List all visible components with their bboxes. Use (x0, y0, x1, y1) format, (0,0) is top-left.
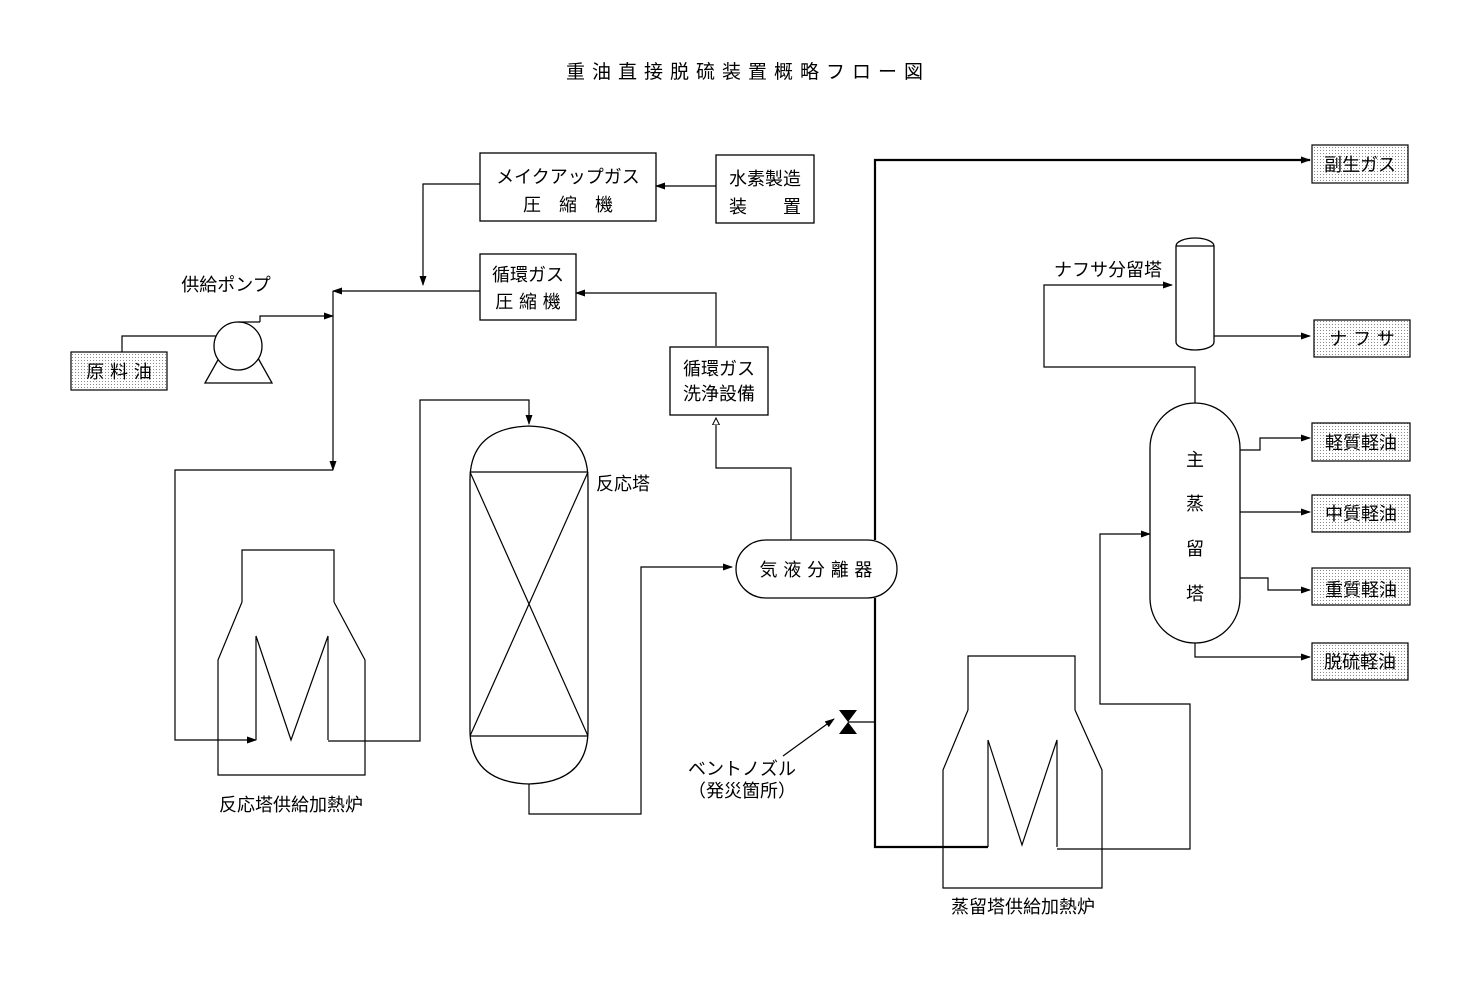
reactor-feed-heater (217, 549, 366, 776)
makeup-gas-compressor: メイクアップガス 圧 縮 機 (479, 152, 657, 222)
makeup-compressor-label-1: メイクアップガス (496, 167, 640, 188)
byproduct-gas-label: 副生ガス (1324, 155, 1396, 176)
heater-to-reactor-line (328, 399, 533, 742)
main-column-label-3: 留 (1186, 539, 1204, 560)
reactor-bed-cross-2 (469, 471, 589, 737)
gas-liquid-separator: 気 液 分 離 器 (735, 539, 898, 599)
recycle-compressor-label-2: 圧 縮 機 (495, 292, 560, 313)
feed-pump (121, 321, 274, 384)
desulfurized-gas-oil-line (1194, 643, 1311, 661)
light-gas-oil-stream: 軽質軽油 (1311, 422, 1411, 462)
reactor-heater-coil (255, 635, 329, 742)
separator-to-byproduct-gas-line (873, 156, 1311, 540)
separator-label: 気 液 分 離 器 (760, 560, 873, 581)
reactor-heater-label: 反応塔供給加熱炉 (219, 795, 363, 816)
naphtha-splitter-label: ナフサ分留塔 (1054, 260, 1162, 281)
vent-nozzle-note: （発災箇所） (688, 781, 796, 802)
heavy-gas-oil-line (1240, 577, 1311, 594)
diagram-title: 重油直接脱硫装置概略フロー図 (566, 61, 930, 83)
distillation-feed-heater (942, 655, 1103, 889)
middle-gas-oil-stream: 中質軽油 (1311, 494, 1411, 533)
distillation-heater-coil (987, 739, 1058, 847)
byproduct-gas-stream: 副生ガス (1311, 144, 1409, 184)
distillation-heater-label: 蒸留塔供給加熱炉 (951, 897, 1095, 918)
main-column-label-4: 塔 (1186, 584, 1204, 605)
heater-to-main-column-line (1057, 530, 1191, 850)
recycle-compressor-label-1: 循環ガス (492, 265, 564, 286)
naphtha-label: ナ フ サ (1329, 329, 1394, 350)
gas-cleaner-label-1: 循環ガス (683, 359, 755, 380)
middle-gas-oil-label: 中質軽油 (1325, 504, 1397, 525)
light-gas-oil-line (1240, 434, 1311, 451)
feed-oil-stream: 原 料 油 (70, 351, 168, 391)
recycle-gas-compressor: 循環ガス 圧 縮 機 (479, 253, 577, 321)
reactor-to-separator-line (528, 563, 733, 815)
naphtha-splitter-column (1175, 237, 1215, 351)
vent-valve (839, 710, 857, 734)
hydrogen-unit-label-1: 水素製造 (729, 169, 801, 190)
heavy-gas-oil-stream: 重質軽油 (1311, 567, 1411, 606)
feed-oil-label: 原 料 油 (86, 362, 151, 383)
reactor-label: 反応塔 (596, 474, 650, 495)
main-column-to-splitter-line (1043, 281, 1196, 403)
light-gas-oil-label: 軽質軽油 (1325, 433, 1397, 454)
main-column-label-2: 蒸 (1186, 494, 1204, 515)
recycle-gas-cleaning-unit: 循環ガス 洗浄設備 (669, 346, 769, 416)
desulfurized-gas-oil-stream: 脱硫軽油 (1311, 642, 1409, 681)
naphtha-stream: ナ フ サ (1313, 319, 1411, 358)
separator-to-cleaner-line (716, 418, 792, 541)
hydrogen-production-unit: 水素製造 装 置 (715, 154, 815, 224)
hydrogen-unit-label-2: 装 置 (729, 197, 801, 218)
makeup-to-recycle-line (419, 183, 480, 286)
cleaner-to-recycle-line (575, 289, 717, 346)
separator-to-distillation-heater-line (873, 598, 988, 849)
main-distillation-column: 主 蒸 留 塔 (1149, 402, 1241, 644)
heavy-gas-oil-label: 重質軽油 (1325, 580, 1397, 601)
reactor-vessel (469, 425, 589, 785)
pump-outlet-line (259, 312, 334, 322)
feed-to-heater-line (174, 469, 333, 744)
desulfurized-gas-oil-label: 脱硫軽油 (1324, 652, 1396, 673)
gas-cleaner-label-2: 洗浄設備 (683, 384, 755, 405)
vent-nozzle-pointer (782, 718, 835, 757)
vent-nozzle-label: ベントノズル (688, 759, 796, 780)
main-column-label-1: 主 (1186, 450, 1204, 471)
makeup-compressor-label-2: 圧 縮 機 (523, 195, 613, 216)
feed-pump-label: 供給ポンプ (181, 275, 270, 296)
